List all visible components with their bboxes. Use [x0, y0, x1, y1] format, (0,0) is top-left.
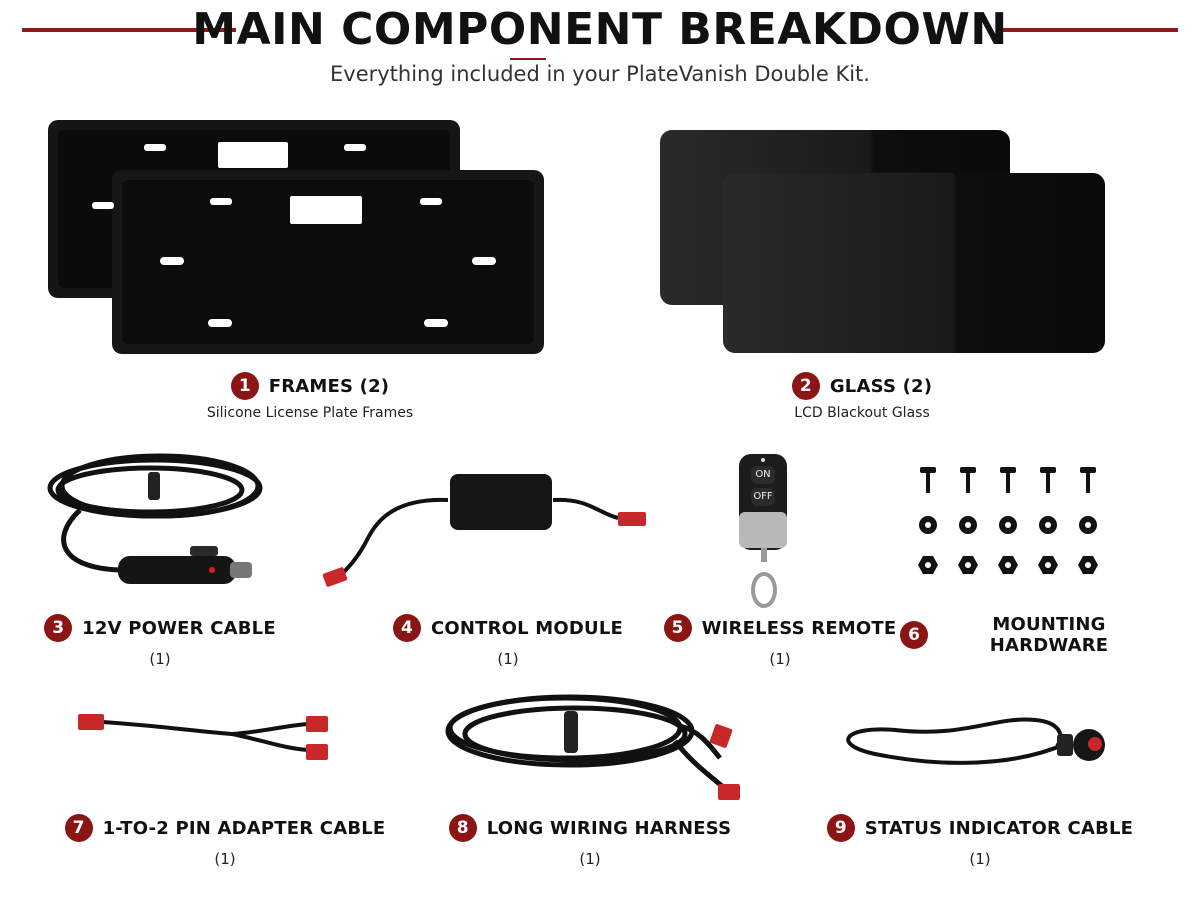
title-accent: [510, 58, 546, 60]
control-module-icon: [322, 474, 646, 587]
component-control-module: 4 CONTROL MODULE (1): [368, 614, 648, 668]
component-subtitle: LCD Blackout Glass: [794, 405, 930, 421]
header-rule-right: [998, 28, 1178, 32]
hardware-icon: [918, 467, 1098, 574]
remote-on-button: ON: [751, 466, 775, 484]
component-number-badge: 1: [230, 372, 259, 400]
component-quantity: (1): [214, 850, 236, 868]
component-number-badge: 7: [64, 814, 93, 842]
component-title: STATUS INDICATOR CABLE: [864, 817, 1134, 839]
component-adapter-cable: 7 1-TO-2 PIN ADAPTER CABLE (1): [60, 814, 390, 868]
adapter-cable-icon: [78, 714, 328, 760]
component-title: MOUNTING HARDWARE: [989, 614, 1109, 656]
component-status-indicator: 9 STATUS INDICATOR CABLE (1): [825, 814, 1135, 868]
component-number-badge: 4: [392, 614, 421, 642]
remote-off-button: OFF: [751, 488, 775, 506]
component-frames: 1 FRAMES (2) Silicone License Plate Fram…: [160, 372, 460, 421]
component-glass: 2 GLASS (2) LCD Blackout Glass: [712, 372, 1012, 421]
header-rule-left: [22, 28, 236, 32]
component-number-badge: 2: [791, 372, 820, 400]
component-title: LONG WIRING HARNESS: [486, 817, 732, 839]
component-subtitle: Silicone License Plate Frames: [206, 405, 414, 421]
power-cable-icon: [47, 453, 263, 584]
component-quantity: (1): [149, 650, 171, 668]
remote-icon: ON OFF: [735, 452, 795, 612]
component-title: GLASS (2): [829, 375, 933, 397]
component-quantity: (1): [579, 850, 601, 868]
wiring-harness-icon: [445, 694, 740, 800]
indicator-cable-icon: [846, 717, 1105, 765]
component-quantity: (1): [969, 850, 991, 868]
component-title: 1-TO-2 PIN ADAPTER CABLE: [102, 817, 386, 839]
component-mounting-hardware: 6 MOUNTING HARDWARE: [900, 614, 1160, 656]
component-number-badge: 3: [44, 614, 73, 642]
page-title: MAIN COMPONENT BREAKDOWN: [192, 4, 1008, 55]
component-title: WIRELESS REMOTE: [701, 617, 897, 639]
component-quantity: (1): [769, 650, 791, 668]
blackout-glass-icon: [660, 130, 1105, 353]
component-number-badge: 6: [900, 621, 928, 649]
page-subtitle: Everything included in your PlateVanish …: [330, 62, 870, 86]
component-wiring-harness: 8 LONG WIRING HARNESS (1): [440, 814, 740, 868]
component-number-badge: 5: [663, 614, 692, 642]
component-number-badge: 9: [826, 814, 855, 842]
component-number-badge: 8: [448, 814, 477, 842]
component-power-cable: 3 12V POWER CABLE (1): [20, 614, 300, 668]
component-wireless-remote: 5 WIRELESS REMOTE (1): [640, 614, 920, 668]
component-title: CONTROL MODULE: [430, 617, 624, 639]
component-title: FRAMES (2): [268, 375, 390, 397]
component-quantity: (1): [497, 650, 519, 668]
license-plate-frame-icon: [48, 120, 544, 354]
component-title: 12V POWER CABLE: [82, 617, 276, 639]
